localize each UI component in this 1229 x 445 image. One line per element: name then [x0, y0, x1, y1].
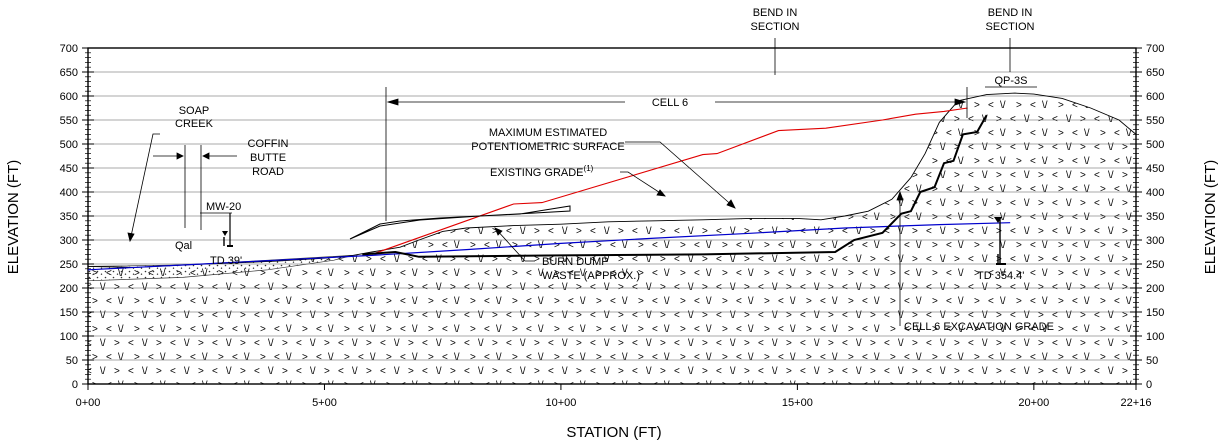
qp3s-label: QP-3S — [994, 75, 1027, 87]
left-tick-label-250: 250 — [60, 259, 78, 271]
right-tick-label-500: 500 — [1146, 139, 1164, 151]
left-tick-label-650: 650 — [60, 67, 78, 79]
burn-dump-waste-outline — [349, 205, 571, 240]
right-tick-label-700: 700 — [1146, 43, 1164, 55]
left-tick-label-50: 50 — [66, 355, 78, 367]
right-tick-label-100: 100 — [1146, 331, 1164, 343]
bend-in-section-label-1: BEND IN — [753, 7, 798, 19]
left-tick-label-450: 450 — [60, 163, 78, 175]
cell6-label: CELL 6 — [652, 97, 688, 109]
x-tick-label-10+00: 10+00 — [545, 397, 576, 409]
right-tick-label-150: 150 — [1146, 307, 1164, 319]
right-tick-label-550: 550 — [1146, 115, 1164, 127]
max-estimated-potentiometric-surface-line — [371, 107, 968, 255]
left-tick-label-700: 700 — [60, 43, 78, 55]
right-tick-label-300: 300 — [1146, 235, 1164, 247]
right-tick-label-350: 350 — [1146, 211, 1164, 223]
coffin-butte-road-label: COFFIN — [248, 138, 289, 150]
burn-dump-label: BURN DUMP — [542, 256, 609, 268]
max-est-potentiometric-label: MAXIMUM ESTIMATED — [489, 127, 607, 139]
right-tick-label-450: 450 — [1146, 163, 1164, 175]
left-y-axis-title: ELEVATION (FT) — [5, 160, 22, 274]
left-tick-label-400: 400 — [60, 187, 78, 199]
td39-label: TD 39' — [210, 255, 242, 267]
right-tick-label-650: 650 — [1146, 67, 1164, 79]
x-tick-label-5+00: 5+00 — [312, 397, 337, 409]
coffin-butte-road-label-c: ROAD — [252, 166, 284, 178]
left-tick-label-300: 300 — [60, 235, 78, 247]
left-tick-label-200: 200 — [60, 283, 78, 295]
elevation-grid — [88, 71, 1136, 361]
qal-label: Qal — [175, 240, 192, 252]
right-tick-label-50: 50 — [1146, 355, 1158, 367]
cell6-excavation-grade-label: CELL 6 EXCAVATION GRADE — [904, 321, 1054, 333]
right-tick-label-600: 600 — [1146, 91, 1164, 103]
bend-in-section-label-2: BEND IN — [988, 7, 1033, 19]
right-y-axis-ticks: 0 50 100 150 200 250 300 350 400 450 500 550 600 650 7… — [1130, 43, 1164, 391]
bend-in-section-label-1b: SECTION — [751, 21, 800, 33]
td354-label: TD 354.4' — [977, 270, 1024, 282]
coffin-butte-road-markers — [153, 145, 237, 230]
potentiometric-surface-line — [87, 222, 1011, 271]
x-tick-label-22+16: 22+16 — [1121, 397, 1152, 409]
cell6-excavation-grade-line — [362, 114, 988, 258]
left-tick-label-150: 150 — [60, 307, 78, 319]
right-tick-label-0: 0 — [1146, 379, 1152, 391]
bend-in-section-label-2b: SECTION — [986, 21, 1035, 33]
soap-creek-label-b: CREEK — [175, 118, 214, 130]
burn-dump-label-b: WASTE (APPROX.) — [542, 270, 640, 282]
annotation-leaders — [127, 133, 904, 326]
right-tick-label-400: 400 — [1146, 187, 1164, 199]
cell6-extent-marker — [385, 87, 968, 221]
left-tick-label-500: 500 — [60, 139, 78, 151]
bedrock-hatch-area — [88, 93, 1136, 384]
qp3s-well — [985, 86, 1037, 265]
x-axis-ticks: 0+00 5+00 10+00 15+00 20+00 22+16 — [76, 384, 1152, 409]
existing-grade-footnote: (1) — [584, 164, 594, 173]
left-y-axis-ticks: 0 50 100 150 200 250 300 350 400 450 500 550 600 650 7… — [60, 43, 94, 391]
left-tick-label-350: 350 — [60, 211, 78, 223]
left-tick-label-550: 550 — [60, 115, 78, 127]
left-tick-label-100: 100 — [60, 331, 78, 343]
mw20-label: MW-20 — [206, 201, 241, 213]
coffin-butte-road-label-b: BUTTE — [250, 152, 286, 164]
x-tick-label-15+00: 15+00 — [782, 397, 813, 409]
soap-creek-label: SOAP — [179, 105, 210, 117]
left-tick-label-0: 0 — [72, 379, 78, 391]
x-tick-label-0+00: 0+00 — [76, 397, 101, 409]
existing-grade-label: EXISTING GRADE(1) — [490, 164, 594, 179]
left-tick-label-600: 600 — [60, 91, 78, 103]
x-tick-label-20+00: 20+00 — [1018, 397, 1049, 409]
right-tick-label-200: 200 — [1146, 283, 1164, 295]
right-tick-label-250: 250 — [1146, 259, 1164, 271]
section-labels: BEND IN SECTION BEND IN SECTION SOAP CRE… — [175, 7, 1054, 333]
max-est-potentiometric-label-b: POTENTIOMETRIC SURFACE — [471, 141, 624, 153]
x-axis-title: STATION (FT) — [566, 424, 661, 441]
mw20-well — [200, 212, 233, 247]
right-y-axis-title: ELEVATION (FT) — [1202, 160, 1219, 274]
